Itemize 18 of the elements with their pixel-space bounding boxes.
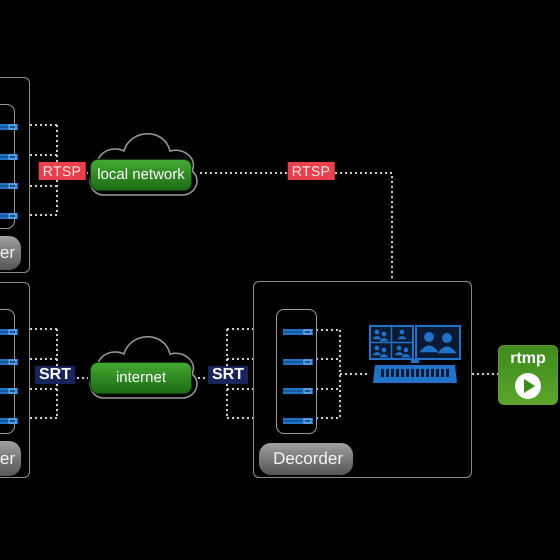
protocol-tag: SRT bbox=[35, 366, 75, 384]
device-name-badge bbox=[259, 443, 353, 475]
network-label: internet bbox=[90, 362, 192, 394]
device-name: Decorder bbox=[273, 448, 343, 470]
device-panel bbox=[253, 281, 472, 478]
dotted-connector bbox=[315, 329, 369, 419]
protocol-tag: SRT bbox=[208, 366, 248, 384]
output-label: rtmp bbox=[510, 349, 546, 369]
protocol-tag: RTSP bbox=[38, 162, 86, 180]
device-name: er bbox=[0, 242, 15, 264]
rtmp-output-tile bbox=[498, 345, 558, 405]
dotted-connector bbox=[472, 373, 498, 375]
device-rack bbox=[276, 309, 317, 434]
dotted-connector bbox=[197, 328, 254, 419]
dotted-connector bbox=[29, 328, 89, 419]
device-name: er bbox=[0, 448, 15, 470]
protocol-tag: RTSP bbox=[288, 162, 334, 180]
network-label: local network bbox=[90, 159, 192, 191]
